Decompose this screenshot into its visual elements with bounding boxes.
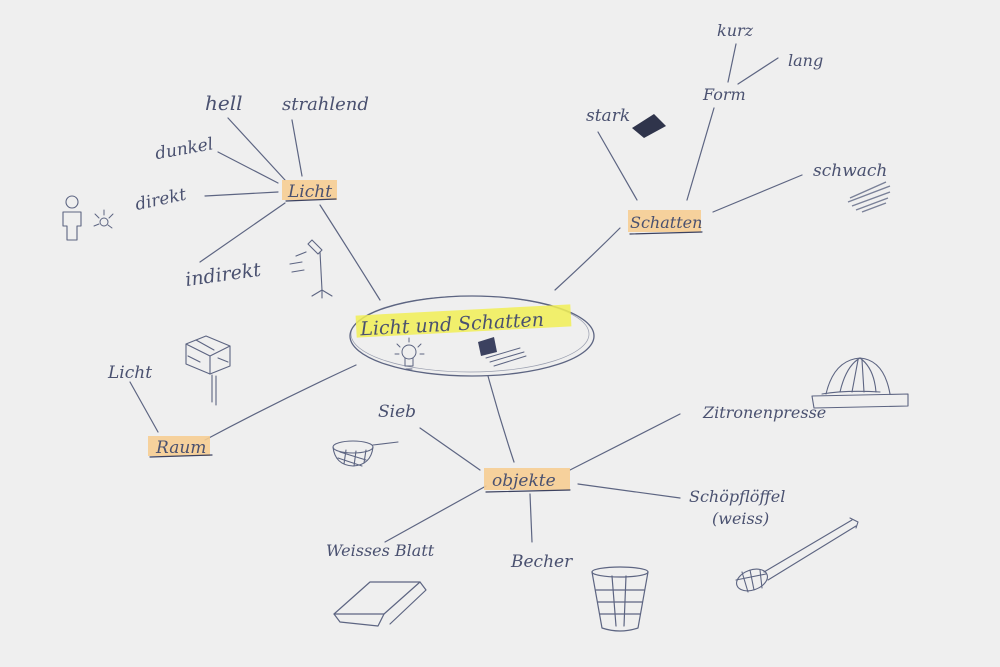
connector-objekte-sieb — [419, 427, 481, 471]
licht-branch-indirekt: indirekt — [184, 259, 263, 291]
connector-center-schatten — [554, 227, 621, 291]
connector-schatten-schwach — [712, 174, 803, 213]
schatten-branch-kurz: kurz — [717, 21, 754, 40]
objekte-node: objekte — [484, 468, 571, 493]
person-icon — [62, 195, 82, 241]
connector-objekte-becher — [529, 493, 533, 543]
sieve-icon — [332, 440, 399, 467]
shadow-block-icon — [478, 337, 527, 367]
box-icon — [185, 335, 231, 406]
connector-form-lang — [737, 57, 779, 85]
connector-center-objekte — [487, 375, 515, 463]
connector-center-raum — [204, 364, 357, 441]
lightbulb-icon — [394, 337, 425, 370]
connector-objekte-zitronenpresse — [569, 413, 681, 471]
connector-raum-licht — [129, 381, 159, 433]
citrus-press-icon — [811, 357, 909, 409]
connectors — [129, 43, 803, 543]
connector-center-licht — [319, 204, 381, 301]
connector-licht-hell — [227, 117, 286, 181]
connector-form-kurz — [727, 43, 737, 83]
licht-branch-hell: hell — [205, 91, 243, 115]
connector-licht-strahlend — [291, 119, 303, 177]
connector-schatten-stark — [597, 131, 638, 201]
connector-objekte-weisses-blatt — [384, 485, 487, 543]
objekte-branch-zitronenpresse: Zitronenpresse — [702, 403, 826, 422]
center-highlight — [355, 304, 572, 338]
licht-branch-strahlend: strahlend — [282, 94, 369, 115]
schatten-branch-lang: lang — [788, 51, 823, 70]
paper-sheet-icon — [333, 581, 427, 627]
connector-licht-dunkel — [217, 151, 279, 184]
objekte-label: objekte — [492, 471, 556, 491]
schatten-node: Schatten — [628, 210, 703, 235]
licht-node: Licht — [282, 180, 337, 202]
light-shadow-swatch-icon — [847, 181, 891, 213]
connector-licht-indirekt — [199, 202, 286, 263]
dark-shadow-swatch-icon — [632, 114, 666, 138]
raum-node: Raum — [148, 436, 213, 458]
connector-licht-direkt — [204, 191, 279, 197]
cup-icon — [591, 566, 649, 632]
objekte-branch-becher: Becher — [510, 552, 573, 572]
licht-branch-dunkel: dunkel — [154, 134, 215, 164]
connector-schatten-form — [686, 107, 715, 201]
objekte-branch-schoepfloeffel: Schöpflöffel — [689, 487, 785, 506]
objekte-branch-weiss: (weiss) — [712, 509, 769, 528]
schatten-label: Schatten — [630, 213, 702, 232]
spotlight-icon — [93, 209, 114, 229]
studio-lamp-icon — [289, 239, 333, 299]
objekte-branch-weisses-blatt: Weisses Blatt — [326, 541, 435, 560]
licht-label: Licht — [287, 182, 332, 202]
raum-branch-licht: Licht — [107, 363, 152, 383]
licht-branch-direkt: direkt — [133, 185, 188, 215]
schatten-branch-form: Form — [702, 85, 746, 104]
objekte-branch-sieb: Sieb — [378, 402, 416, 422]
ladle-icon — [735, 517, 859, 593]
connector-objekte-schoepfloeffel — [577, 483, 681, 499]
schatten-branch-schwach: schwach — [813, 161, 887, 181]
schatten-branch-stark: stark — [586, 106, 630, 126]
center-label: Licht und Schatten — [359, 309, 545, 341]
raum-label: Raum — [155, 438, 206, 458]
center-node: Licht und Schatten — [349, 295, 595, 377]
